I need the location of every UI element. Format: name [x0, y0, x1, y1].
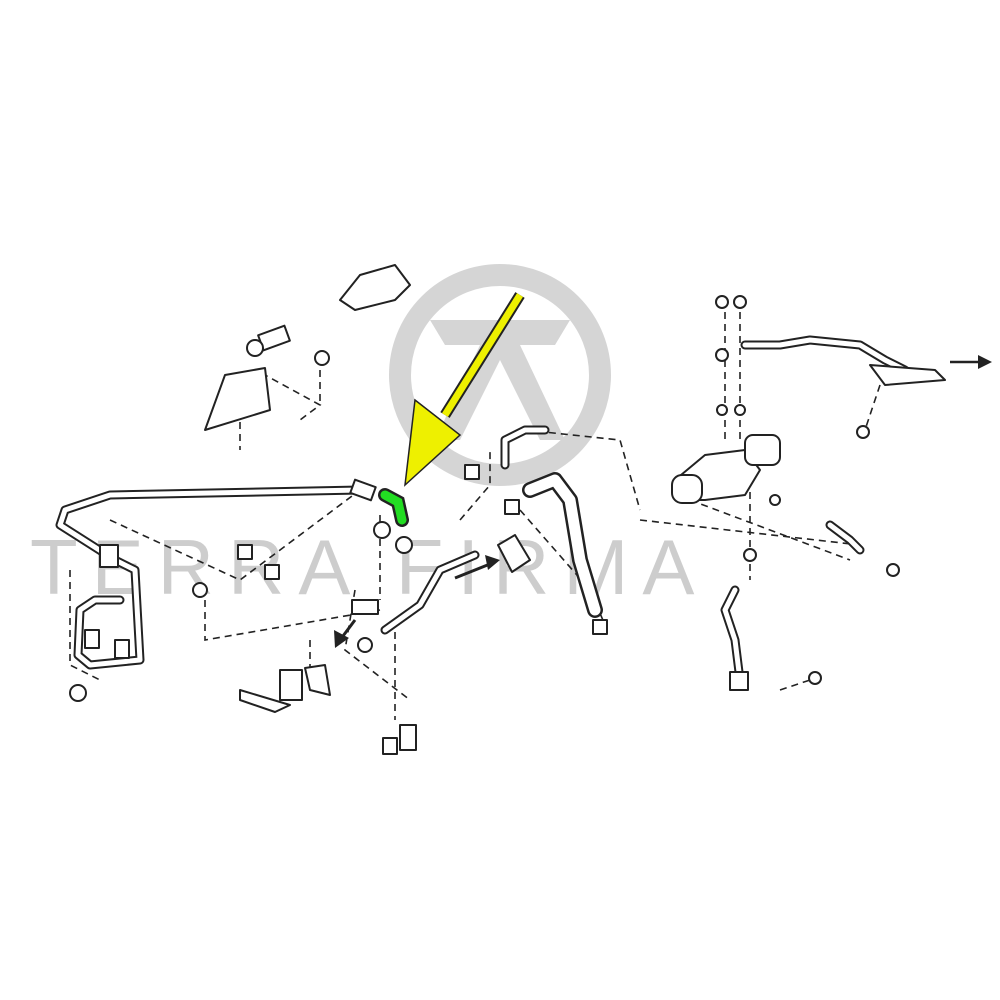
cooler-tube-assembly — [55, 485, 365, 670]
highlighted-hose-fill — [380, 490, 407, 525]
bracket-parts — [69, 264, 417, 755]
leader-lines — [69, 300, 881, 720]
watermark-logo — [389, 264, 611, 486]
return-hoses — [334, 425, 608, 653]
pointer-arrow — [404, 292, 525, 487]
pump-assembly — [671, 295, 992, 691]
